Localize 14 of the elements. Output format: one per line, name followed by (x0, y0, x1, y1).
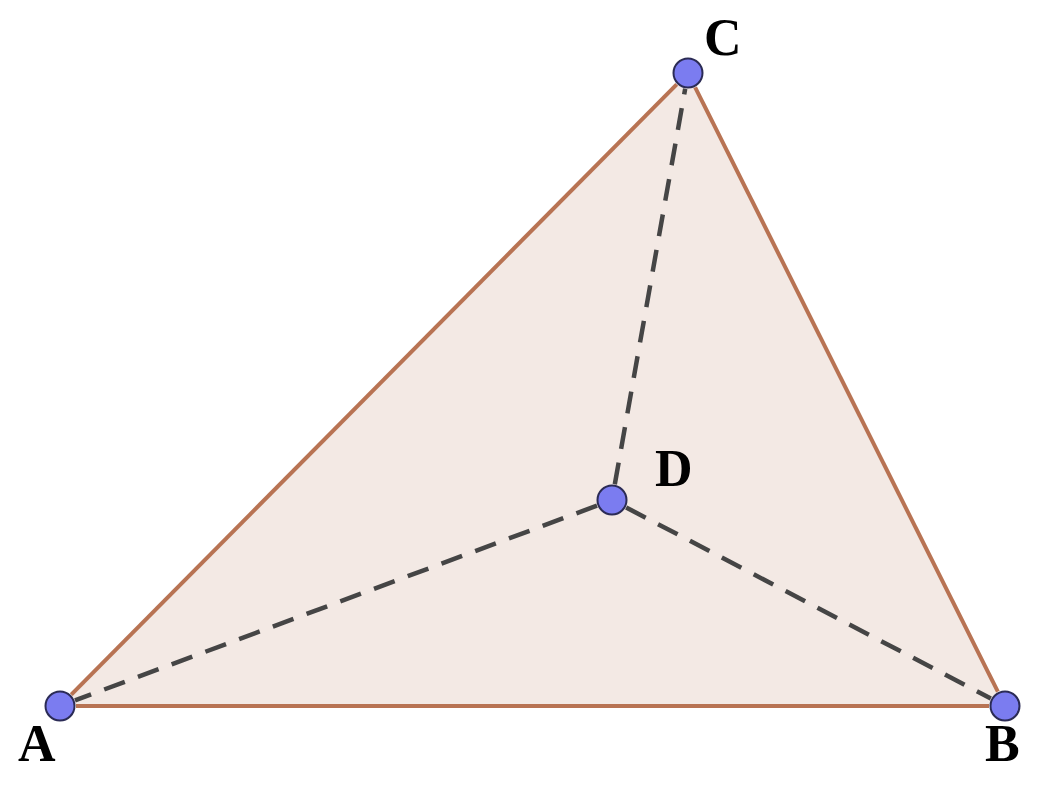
point-label: D (655, 443, 693, 495)
dashed-line (74, 503, 598, 703)
line-segment (69, 82, 679, 697)
dashed-line (612, 88, 688, 485)
point-marker (672, 57, 704, 89)
point-label: A (18, 718, 56, 770)
point-marker (989, 690, 1021, 722)
line-segment (693, 86, 1000, 693)
dashed-line (625, 505, 992, 701)
point-marker (44, 690, 76, 722)
line-segment (76, 704, 989, 708)
point-label: C (704, 12, 742, 64)
point-label: B (985, 718, 1020, 770)
point-marker (596, 484, 628, 516)
